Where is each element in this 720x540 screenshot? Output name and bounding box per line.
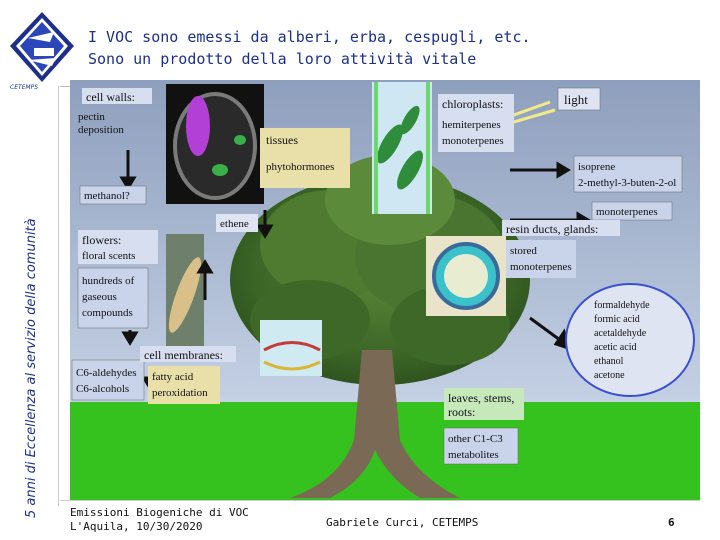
- label-light: light: [564, 92, 588, 107]
- label-tissues: tissues: [266, 133, 298, 147]
- label-oxy-1: formic acid: [594, 314, 640, 325]
- label-gaseous: gaseous: [82, 291, 117, 303]
- label-hemiterpenes: hemiterpenes: [442, 119, 501, 131]
- label-metabolites: metabolites: [448, 449, 499, 461]
- label-monoterpenes-chloro: monoterpenes: [442, 135, 504, 147]
- label-stored-monoterpenes: monoterpenes: [510, 261, 572, 273]
- slide-title: I VOC sono emessi da alberi, erba, cespu…: [88, 26, 608, 70]
- chloroplast-images: [372, 82, 432, 214]
- label-pectin: pectin: [78, 111, 105, 123]
- side-tagline: 5 anni di Eccellenza al servizio della c…: [22, 98, 42, 518]
- cell-micrograph: [166, 84, 264, 204]
- label-fatty-acid: fatty acid: [152, 371, 194, 383]
- title-line-2: Sono un prodotto della loro attività vit…: [88, 48, 608, 70]
- label-chloroplasts: chloroplasts:: [442, 97, 503, 111]
- label-hundreds: hundreds of: [82, 275, 135, 287]
- label-other-c1c3: other C1-C3: [448, 433, 503, 445]
- label-phytohormones: phytohormones: [266, 161, 334, 173]
- label-floral-scents: floral scents: [82, 250, 135, 262]
- label-c6-aldehydes: C6-aldehydes: [76, 367, 136, 379]
- label-stored: stored: [510, 245, 537, 257]
- title-line-1: I VOC sono emessi da alberi, erba, cespu…: [88, 26, 608, 48]
- label-c6-alcohols: C6-alcohols: [76, 383, 129, 395]
- footer-date: L'Aquila, 10/30/2020: [70, 520, 249, 534]
- label-cell-walls: cell walls:: [86, 90, 135, 104]
- label-flowers: flowers:: [82, 233, 121, 247]
- label-methanol: methanol?: [84, 190, 130, 202]
- logo-caption: CETEMPS: [10, 84, 38, 91]
- label-oxy-4: ethanol: [594, 356, 624, 367]
- label-leaves-stems: leaves, stems,: [448, 391, 514, 405]
- label-roots: roots:: [448, 405, 475, 419]
- footer-title: Emissioni Biogeniche di VOC: [70, 506, 249, 520]
- voc-emission-diagram: cell walls: pectin deposition methanol? …: [70, 80, 700, 500]
- footer-author: Gabriele Curci, CETEMPS: [326, 516, 478, 529]
- label-compounds: compounds: [82, 307, 133, 319]
- label-methylbutenol: 2-methyl-3-buten-2-ol: [578, 177, 676, 189]
- label-isoprene: isoprene: [578, 161, 615, 173]
- footer-left: Emissioni Biogeniche di VOC L'Aquila, 10…: [70, 506, 249, 534]
- label-oxy-0: formaldehyde: [594, 300, 650, 311]
- label-oxy-3: acetic acid: [594, 342, 636, 353]
- label-cell-membranes: cell membranes:: [144, 348, 223, 362]
- label-monoterpenes-out: monoterpenes: [596, 206, 658, 218]
- label-ethene: ethene: [220, 218, 249, 230]
- label-oxy-2: acetaldehyde: [594, 328, 647, 339]
- label-oxy-5: acetone: [594, 370, 625, 381]
- label-deposition: deposition: [78, 124, 124, 136]
- cetemps-logo: [6, 8, 78, 88]
- left-divider: [58, 86, 59, 506]
- label-resin: resin ducts, glands:: [506, 222, 598, 236]
- resin-gland-image: [426, 236, 506, 316]
- page-number: 6: [668, 516, 675, 529]
- footer-divider: [60, 500, 700, 501]
- label-peroxidation: peroxidation: [152, 387, 208, 399]
